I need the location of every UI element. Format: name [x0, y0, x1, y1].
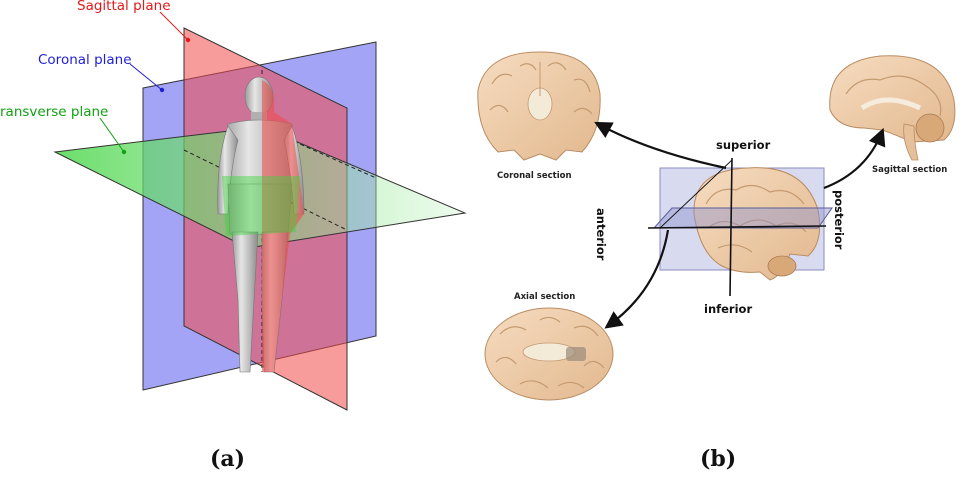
sagittal-plane-label: Sagittal plane — [77, 0, 171, 14]
human-figure — [217, 76, 305, 373]
panel-a — [53, 11, 467, 411]
posterior-label: posterior — [832, 190, 846, 250]
axial-section-image — [484, 307, 614, 401]
caption-a: (a) — [210, 446, 246, 472]
coronal-section-label: Coronal section — [497, 171, 572, 181]
caption-b: (b) — [700, 446, 737, 472]
brain-horizontal-plane — [652, 207, 833, 229]
superior-label: superior — [716, 138, 771, 152]
arrow-to-sagittal — [823, 127, 886, 190]
sagittal-section-label: Sagittal section — [872, 165, 948, 175]
coronal-leader — [129, 63, 163, 91]
coronal-plane-label: Coronal plane — [38, 52, 132, 68]
anterior-label: anterior — [594, 208, 608, 261]
inferior-label: inferior — [704, 302, 753, 316]
transverse-leader — [99, 117, 125, 153]
sagittal-section-image — [829, 55, 956, 161]
panel-b — [477, 51, 956, 401]
central-brain — [647, 157, 833, 297]
arrow-to-coronal — [594, 121, 727, 170]
coronal-section-image — [477, 51, 601, 161]
arrow-to-axial — [604, 229, 670, 329]
intersection-line — [183, 149, 348, 231]
transverse-plane-label: ransverse plane — [0, 104, 109, 120]
sagittal-leader — [159, 11, 189, 41]
axial-section-label: Axial section — [514, 292, 576, 302]
